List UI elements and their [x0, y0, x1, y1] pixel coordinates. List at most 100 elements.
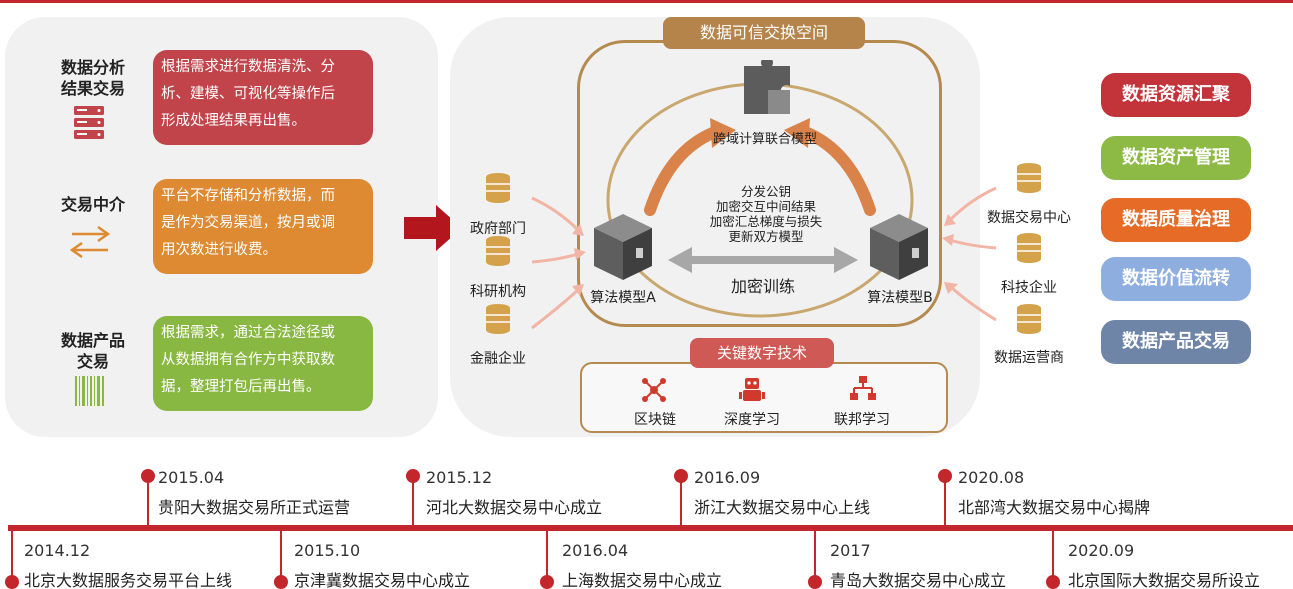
barcode-icon — [75, 376, 104, 406]
network-flow-icon — [850, 376, 876, 400]
timeline-date: 2015.12 — [426, 468, 493, 487]
joint-model-label: 跨域计算联合模型 — [712, 132, 817, 147]
row-title-line: 交易中介 — [60, 195, 125, 214]
desc-line: 平台不存储和分析数据，而 — [161, 188, 335, 204]
pill-quality-governance: 数据质量治理 — [1101, 198, 1251, 242]
timeline-pin — [938, 469, 952, 483]
timeline-event: 青岛大数据交易中心成立 — [830, 571, 1007, 589]
puzzle-icon — [744, 60, 790, 114]
desc-line: 形成处理结果再出售。 — [161, 113, 306, 129]
timeline-tick — [147, 474, 149, 525]
desc-line: 析、建模、可视化等操作后 — [161, 86, 335, 102]
timeline-date: 2015.10 — [294, 541, 361, 560]
row-title-line: 结果交易 — [60, 79, 125, 98]
source-research: 科研机构 — [470, 284, 526, 300]
model-a-box-icon — [594, 214, 652, 280]
timeline-pin — [406, 469, 420, 483]
encrypted-training-label: 加密训练 — [730, 277, 795, 296]
database-icon — [1017, 304, 1041, 334]
row-title-line: 数据产品 — [60, 331, 125, 350]
timeline-event: 上海数据交易中心成立 — [562, 571, 723, 589]
timeline-date: 2020.08 — [958, 468, 1025, 487]
timeline-tick — [280, 531, 282, 581]
timeline-pin — [274, 575, 288, 589]
pill-value-circulation: 数据价值流转 — [1101, 257, 1251, 301]
model-a-label: 算法模型A — [590, 290, 656, 306]
row-title-analysis: 数据分析 结果交易 — [48, 57, 138, 99]
double-arrow-icon — [668, 247, 858, 273]
timeline-tick — [1052, 531, 1054, 581]
desc-line: 根据需求，通过合法途径或 — [161, 325, 335, 341]
step-line: 更新双方模型 — [728, 229, 804, 244]
desc-line: 是作为交易渠道，按月或调 — [161, 215, 335, 231]
timeline-tick — [412, 474, 414, 525]
timeline-pin — [141, 469, 155, 483]
timeline-pin — [674, 469, 688, 483]
pill-asset-management: 数据资产管理 — [1101, 136, 1251, 180]
row-title-intermediary: 交易中介 — [48, 194, 138, 215]
database-icon — [1017, 163, 1041, 193]
inflow-arrows-left — [531, 196, 586, 330]
timeline-tick — [814, 531, 816, 581]
timeline-tick — [546, 531, 548, 581]
timeline-date: 2014.12 — [24, 541, 91, 560]
training-steps: 分发公钥 加密交互中间结果 加密汇总梯度与损失 更新双方模型 — [686, 184, 846, 244]
tech-title: 关键数字技术 — [690, 338, 834, 368]
database-icon — [486, 236, 510, 266]
timeline-date: 2017 — [830, 541, 871, 560]
row-title-line: 数据分析 — [60, 58, 125, 77]
pill-product-trading: 数据产品交易 — [1101, 320, 1251, 364]
timeline-event: 北部湾大数据交易中心揭牌 — [958, 498, 1151, 517]
timeline-tick — [11, 531, 13, 581]
timeline-date: 2016.09 — [694, 468, 761, 487]
source-operator: 数据运营商 — [994, 350, 1064, 366]
tech-deep-learning: 深度学习 — [724, 412, 780, 428]
desc-analysis: 根据需求进行数据清洗、分 析、建模、可视化等操作后 形成处理结果再出售。 — [153, 50, 373, 145]
model-b-label: 算法模型B — [867, 290, 933, 306]
step-line: 分发公钥 — [740, 184, 791, 199]
tech-federated-learning: 联邦学习 — [834, 412, 890, 428]
timeline-event: 北京国际大数据交易所设立 — [1068, 571, 1261, 589]
source-government: 政府部门 — [470, 221, 526, 237]
timeline-pin — [540, 575, 554, 589]
timeline-date: 2016.04 — [562, 541, 629, 560]
step-line: 加密交互中间结果 — [715, 199, 816, 214]
timeline-date: 2015.04 — [158, 468, 225, 487]
source-finance: 金融企业 — [470, 351, 526, 367]
blockchain-icon — [642, 378, 666, 402]
timeline-event: 河北大数据交易中心成立 — [426, 498, 603, 517]
desc-line: 据，整理打包后再出售。 — [161, 379, 321, 395]
timeline-event: 北京大数据服务交易平台上线 — [24, 571, 233, 589]
desc-product: 根据需求，通过合法途径或 从数据拥有合作方中获取数 据，整理打包后再出售。 — [153, 316, 373, 411]
pill-resource-aggregation: 数据资源汇聚 — [1101, 73, 1251, 117]
source-tech-company: 科技企业 — [1001, 280, 1057, 296]
row-title-product: 数据产品 交易 — [48, 330, 138, 372]
desc-line: 从数据拥有合作方中获取数 — [161, 352, 335, 368]
timeline-pin — [808, 575, 822, 589]
timeline-date: 2020.09 — [1068, 541, 1135, 560]
timeline-event: 贵阳大数据交易所正式运营 — [158, 498, 351, 517]
desc-line: 根据需求进行数据清洗、分 — [161, 59, 335, 75]
row-title-line: 交易 — [76, 352, 109, 371]
timeline-pin — [5, 575, 19, 589]
database-icon — [486, 173, 510, 203]
model-b-box-icon — [870, 214, 928, 280]
desc-line: 用次数进行收费。 — [161, 242, 277, 258]
timeline-axis — [8, 525, 1293, 531]
space-title: 数据可信交换空间 — [663, 17, 865, 49]
top-rule — [0, 0, 1293, 3]
flow-arrow-icon — [404, 205, 462, 251]
timeline-pin — [1046, 575, 1060, 589]
server-icon — [74, 106, 104, 139]
robot-icon — [739, 378, 765, 401]
database-icon — [486, 304, 510, 334]
tech-blockchain: 区块链 — [634, 412, 676, 428]
database-icon — [1017, 233, 1041, 263]
timeline-tick — [680, 474, 682, 525]
exchange-arrows-icon — [69, 225, 111, 259]
source-exchange-center: 数据交易中心 — [987, 210, 1071, 226]
step-line: 加密汇总梯度与损失 — [709, 214, 823, 229]
timeline-event: 京津冀数据交易中心成立 — [294, 571, 471, 589]
desc-intermediary: 平台不存储和分析数据，而 是作为交易渠道，按月或调 用次数进行收费。 — [153, 179, 373, 274]
timeline-tick — [944, 474, 946, 525]
